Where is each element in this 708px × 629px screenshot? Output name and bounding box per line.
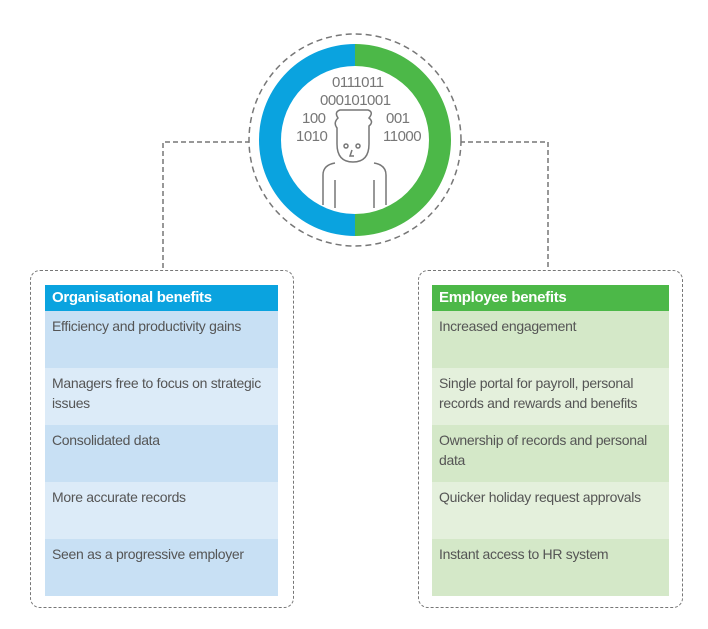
list-item: Ownership of records and personal data xyxy=(432,425,669,482)
list-item: Instant access to HR system xyxy=(432,539,669,596)
binary-text: 1010 xyxy=(296,128,328,145)
binary-text: 100 xyxy=(302,110,326,127)
list-item: Managers free to focus on strategic issu… xyxy=(45,368,278,425)
person-data-icon xyxy=(322,109,387,208)
organisational-benefits-table: Organisational benefits Efficiency and p… xyxy=(45,285,278,596)
binary-text: 11000 xyxy=(383,128,422,145)
ring-left-blue xyxy=(259,44,355,236)
list-item: More accurate records xyxy=(45,482,278,539)
list-item: Quicker holiday request approvals xyxy=(432,482,669,539)
employee-benefits-panel xyxy=(418,270,683,608)
table-header: Employee benefits xyxy=(432,285,669,311)
list-item: Single portal for payroll, personal reco… xyxy=(432,368,669,425)
binary-text: 0111011 xyxy=(332,74,384,91)
employee-benefits-table: Employee benefits Increased engagement S… xyxy=(432,285,669,596)
binary-text: 001 xyxy=(386,110,410,127)
list-item: Efficiency and productivity gains xyxy=(45,311,278,368)
binary-text: 000101001 xyxy=(320,92,391,109)
ring-right-green xyxy=(355,44,451,236)
list-item: Consolidated data xyxy=(45,425,278,482)
list-item: Increased engagement xyxy=(432,311,669,368)
list-item: Seen as a progressive employer xyxy=(45,539,278,596)
table-header: Organisational benefits xyxy=(45,285,278,311)
organisational-benefits-panel xyxy=(30,270,294,608)
